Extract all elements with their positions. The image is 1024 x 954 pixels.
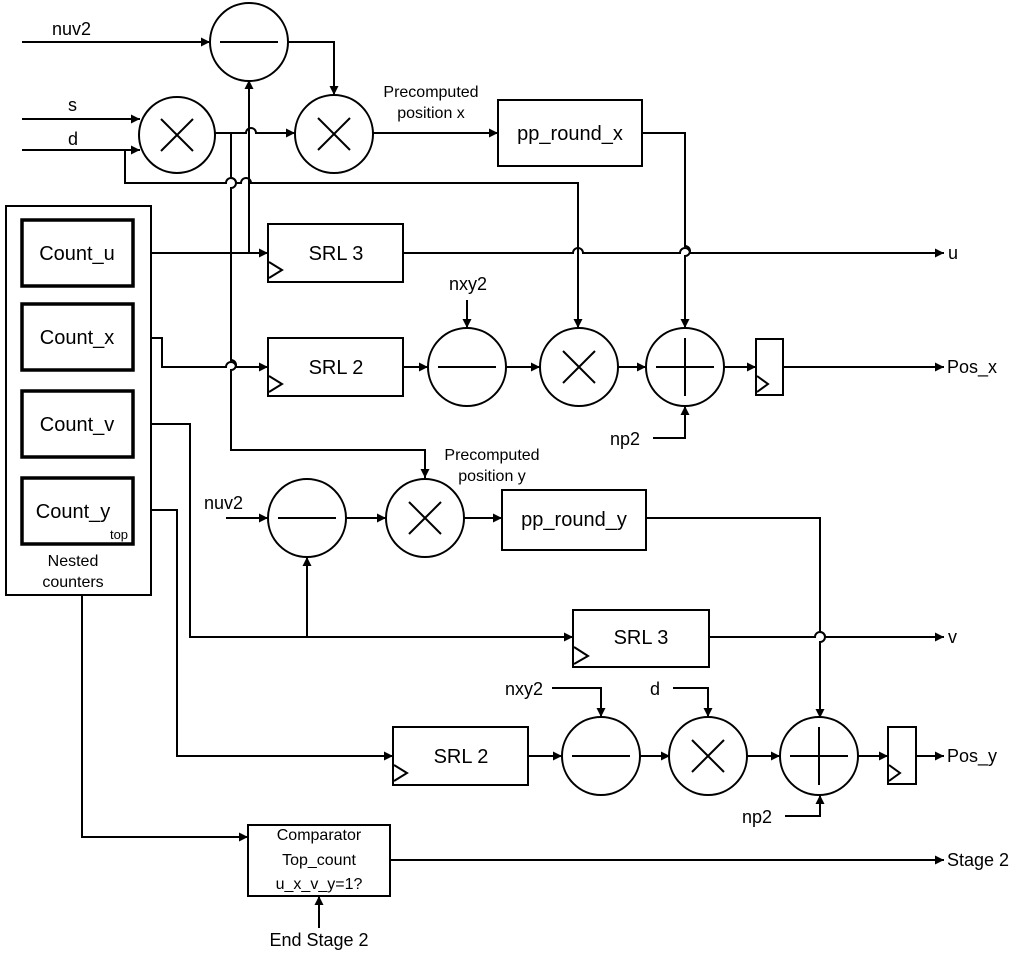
operators xyxy=(138,2,859,796)
srl2-y-label: SRL 2 xyxy=(434,746,489,768)
clock-icon xyxy=(268,375,284,393)
clock-icon xyxy=(756,375,770,393)
subtract-icon xyxy=(209,2,289,82)
multiply-icon xyxy=(539,327,619,407)
srl2-y-block xyxy=(392,726,529,786)
srl3-v-block xyxy=(572,609,710,668)
register-y xyxy=(887,726,917,785)
pp-round-y-block xyxy=(501,489,647,551)
output-pos-y: Pos_y xyxy=(947,746,997,767)
count-u-block xyxy=(20,218,135,288)
srl2-x-label: SRL 2 xyxy=(309,357,364,379)
input-s: s xyxy=(68,95,77,115)
nested-label-line2: counters xyxy=(42,574,103,591)
input-nuv2-top: nuv2 xyxy=(52,19,91,39)
comparator-line2: Top_count xyxy=(282,852,356,869)
count-v-block xyxy=(20,389,135,459)
count-x-label: Count_x xyxy=(40,327,115,349)
count-y-subscript: top xyxy=(110,527,128,542)
input-np2-y: np2 xyxy=(742,807,772,827)
srl3-u-label: SRL 3 xyxy=(309,243,364,265)
multiply-icon xyxy=(385,478,465,558)
precomputed-x-line1: Precomputed xyxy=(383,84,478,101)
pp-round-y-label: pp_round_y xyxy=(521,509,627,531)
clock-icon xyxy=(888,764,902,782)
pp-round-x-label: pp_round_x xyxy=(517,123,623,145)
subtract-icon xyxy=(427,327,507,407)
register-x xyxy=(755,338,784,396)
multiply-icon xyxy=(668,716,748,796)
multiply-icon xyxy=(294,94,374,174)
precomputed-y-line1: Precomputed xyxy=(444,447,539,464)
add-icon xyxy=(779,716,859,796)
clock-icon xyxy=(573,646,590,665)
clock-icon xyxy=(268,261,284,279)
nested-counters-group: Count_u Count_x Count_v Count_y top Nest… xyxy=(5,205,152,596)
comparator-line3: u_x_v_y=1? xyxy=(276,876,363,893)
pp-round-x-block xyxy=(497,99,643,167)
output-pos-x: Pos_x xyxy=(947,357,997,378)
precomputed-x-line2: position x xyxy=(397,105,465,122)
count-v-label: Count_v xyxy=(40,414,115,436)
wires xyxy=(22,37,944,928)
count-y-label: Count_y xyxy=(36,501,111,523)
input-d-y: d xyxy=(650,679,660,699)
input-nxy2-y: nxy2 xyxy=(505,679,543,699)
clock-icon xyxy=(393,764,409,782)
count-u-label: Count_u xyxy=(39,243,115,265)
blocks: pp_round_x SRL 3 SRL 2 pp_round_y SRL 3 … xyxy=(247,99,917,897)
comparator-line1: Comparator xyxy=(277,827,362,844)
output-u: u xyxy=(948,243,958,263)
labels: nuv2 s d Precomputed position x nxy2 np2… xyxy=(52,19,1009,950)
srl3-u-block xyxy=(267,223,404,283)
input-end-stage2: End Stage 2 xyxy=(269,930,368,950)
add-icon xyxy=(645,327,725,407)
count-y-block xyxy=(20,476,135,546)
input-np2-x: np2 xyxy=(610,429,640,449)
comparator-block xyxy=(247,824,391,897)
nested-label-line1: Nested xyxy=(48,553,99,570)
input-d-top: d xyxy=(68,129,78,149)
srl3-v-label: SRL 3 xyxy=(614,627,669,649)
input-nxy2-x: nxy2 xyxy=(449,274,487,294)
subtract-icon xyxy=(267,478,347,558)
srl2-x-block xyxy=(267,337,404,397)
precomputed-y-line2: position y xyxy=(458,468,526,485)
multiply-icon xyxy=(138,96,216,174)
output-v: v xyxy=(948,627,957,647)
count-x-block xyxy=(20,302,135,372)
input-nuv2-y: nuv2 xyxy=(204,493,243,513)
subtract-icon xyxy=(561,716,641,796)
output-stage2: Stage 2 xyxy=(947,850,1009,870)
